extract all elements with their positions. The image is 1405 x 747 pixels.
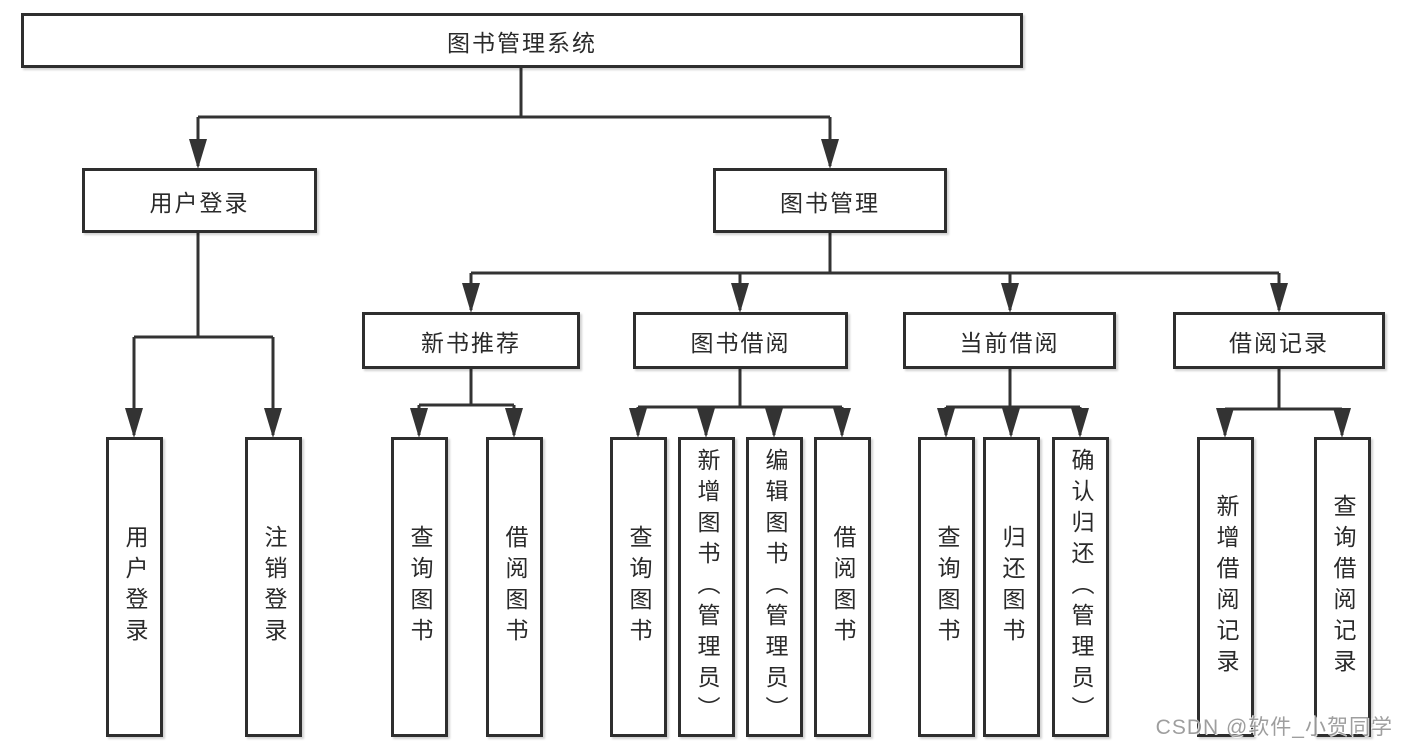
leaf-current-confirm-return-admin-label: 确认归还（管理员）	[1068, 447, 1094, 727]
leaf-borrow-edit-book-admin: 编辑图书（管理员）	[746, 437, 803, 737]
leaf-records-add-record-label: 新增借阅记录	[1213, 494, 1239, 680]
node-book-management-label: 图书管理	[780, 189, 880, 216]
leaf-newbooks-borrow-books: 借阅图书	[486, 437, 543, 737]
leaf-logout-label: 注销登录	[261, 525, 287, 649]
leaf-newbooks-query-books: 查询图书	[391, 437, 448, 737]
leaf-borrow-borrow-books-label: 借阅图书	[830, 525, 856, 649]
leaf-current-confirm-return-admin: 确认归还（管理员）	[1052, 437, 1109, 737]
node-current-borrow-label: 当前借阅	[959, 329, 1060, 356]
leaf-current-query-books-label: 查询图书	[934, 525, 960, 649]
leaf-user-login: 用户登录	[106, 437, 163, 737]
leaf-logout: 注销登录	[245, 437, 302, 737]
connector-book-management-to-level3	[462, 233, 1288, 313]
node-book-management: 图书管理	[713, 168, 947, 233]
connector-borrow-records-to-leaves	[1216, 369, 1351, 438]
node-borrow-records: 借阅记录	[1173, 312, 1385, 369]
leaf-newbooks-query-books-label: 查询图书	[407, 525, 433, 649]
node-user-login: 用户登录	[82, 168, 317, 233]
leaf-borrow-edit-book-admin-label: 编辑图书（管理员）	[762, 447, 788, 727]
leaf-newbooks-borrow-books-label: 借阅图书	[502, 525, 528, 649]
node-user-login-label: 用户登录	[149, 189, 250, 216]
watermark: CSDN @软件_小贺同学	[1155, 716, 1393, 739]
node-borrow-records-label: 借阅记录	[1229, 329, 1329, 356]
leaf-current-query-books: 查询图书	[918, 437, 975, 737]
node-root: 图书管理系统	[21, 13, 1023, 68]
leaf-borrow-query-books: 查询图书	[610, 437, 667, 737]
connector-root-to-level2	[189, 68, 839, 169]
leaf-borrow-query-books-label: 查询图书	[626, 525, 652, 649]
leaf-current-return-books-label: 归还图书	[999, 525, 1025, 649]
leaf-borrow-borrow-books: 借阅图书	[814, 437, 871, 737]
leaf-records-query-record: 查询借阅记录	[1314, 437, 1371, 737]
connector-user-login-to-leaves	[125, 233, 282, 438]
node-current-borrow: 当前借阅	[903, 312, 1116, 369]
leaf-records-add-record: 新增借阅记录	[1197, 437, 1254, 737]
leaf-borrow-add-book-admin: 新增图书（管理员）	[678, 437, 735, 737]
leaf-records-query-record-label: 查询借阅记录	[1330, 494, 1356, 680]
node-root-label: 图书管理系统	[447, 29, 597, 56]
node-new-book-recommend: 新书推荐	[362, 312, 580, 369]
node-book-borrow: 图书借阅	[633, 312, 848, 369]
connector-book-borrow-to-leaves	[629, 369, 851, 438]
leaf-borrow-add-book-admin-label: 新增图书（管理员）	[694, 447, 720, 727]
node-book-borrow-label: 图书借阅	[690, 329, 791, 356]
connector-current-borrow-to-leaves	[937, 369, 1089, 438]
leaf-current-return-books: 归还图书	[983, 437, 1040, 737]
leaf-user-login-label: 用户登录	[122, 525, 148, 649]
node-new-book-recommend-label: 新书推荐	[421, 329, 521, 356]
connector-new-book-recommend-to-leaves	[410, 369, 523, 438]
